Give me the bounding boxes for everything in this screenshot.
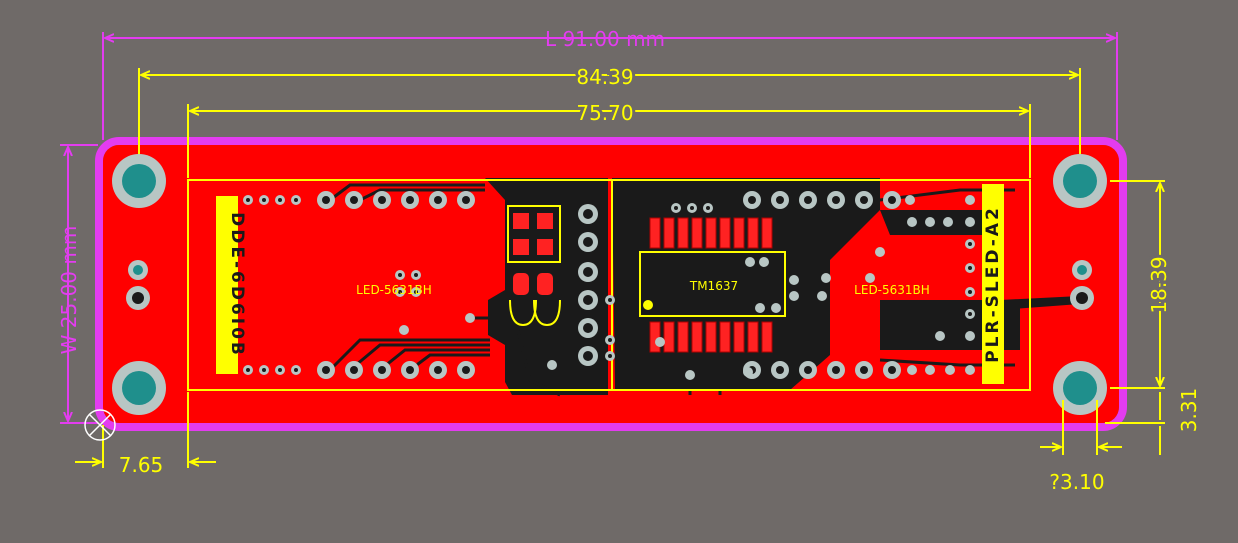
right-board-label: PLR-SLED-A2: [983, 205, 1003, 363]
ic-outline: [639, 251, 786, 317]
dim-display-span: 75.70: [576, 101, 633, 125]
magenta-dimensions: [60, 32, 1118, 424]
left-display-pins: [317, 191, 475, 379]
smd-pads-left: [511, 211, 555, 297]
vias: [243, 195, 975, 380]
dim-hole-span: 84.39: [576, 65, 633, 89]
ic-pads: [649, 217, 773, 353]
silkscreen-outlines: [187, 179, 1031, 391]
dim-hole-diameter: ?3.10: [1049, 470, 1104, 494]
driver-ic-label: TM1637: [689, 279, 738, 293]
smd-silkscreen-left: [507, 205, 561, 327]
board-outline: [95, 137, 1127, 431]
dim-edge-offset-bottom: 3.31: [1177, 388, 1201, 433]
side-pins: [126, 260, 1094, 310]
dim-edge-offset-left: 7.65: [119, 453, 164, 477]
center-connector-pins: [578, 204, 598, 366]
ic-pin1-marker: [643, 300, 653, 310]
right-display-outline: [611, 179, 1031, 391]
right-board-label-box: [982, 184, 1004, 384]
mounting-holes: [112, 154, 1107, 415]
left-board-label-box: [216, 196, 238, 374]
dim-hole-pitch-vertical: 18.39: [1147, 256, 1171, 313]
left-display-label: LED-5631BH: [356, 283, 432, 297]
right-display-label: LED-5631BH: [854, 283, 930, 297]
dim-width: W 25.00 mm: [57, 226, 81, 355]
crosshair-origin-icon: [84, 409, 116, 441]
dim-length: L 91.00 mm: [545, 27, 665, 51]
left-board-label: DDE-6D6I0B: [227, 212, 247, 358]
yellow-dimensions: [75, 68, 1165, 468]
